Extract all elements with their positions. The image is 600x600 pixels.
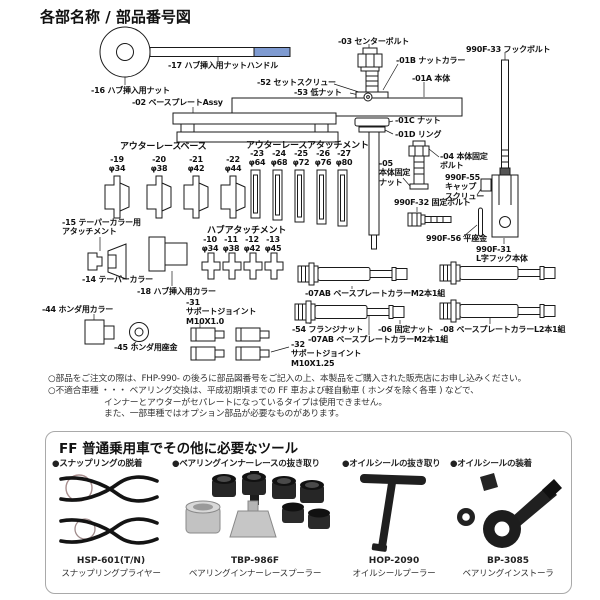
label-990f55: 990F-55 キャップ スクリュー — [445, 173, 484, 201]
tool-purpose: ●スナップリングの脱着 — [52, 459, 143, 469]
outer-race-base-parts — [104, 175, 246, 219]
parts-diagram-canvas — [84, 26, 556, 361]
label-01c: -01C ナット — [395, 116, 441, 125]
tool-col-bearing-installer: ●オイルシールの装着 BP-3085 ベアリングインストーラ — [450, 457, 566, 579]
base-plate-collar-rods — [294, 261, 556, 324]
tool-name: スナップリングプライヤー — [61, 569, 161, 579]
hub-insert-collar-drawing — [148, 236, 188, 272]
label-990f56: 990F-56 平座金 — [426, 234, 487, 243]
ordering-notes: ○部品をご注文の際は、FHP-990- の後ろに部品図番号をご記入の上、本製品を… — [48, 374, 592, 421]
label-14: -14 テーパーカラー — [82, 275, 153, 284]
body-fixing-bolt-drawing — [408, 140, 430, 190]
label-31: -31 サポートジョイント M10X1.0 — [186, 298, 257, 326]
hub-insert-nut-handle-drawing — [149, 47, 291, 57]
label-18: -18 ハブ挿入用カラー — [137, 287, 216, 296]
inner-race-puller-image — [185, 471, 330, 538]
tool-col-snap-ring: ●スナップリングの脱着 HSP-601(T/N) スナップリングプライヤー — [52, 457, 170, 579]
outer-race-attachment-parts — [250, 169, 348, 227]
tool-col-oil-seal-puller: ●オイルシールの抜き取り HOP-2090 オイルシールプーラー — [342, 457, 446, 579]
note-line-2: ○不適合車種 ・・・ ベアリング交換は、平成初期頃までの FF 車および軽自動車… — [48, 385, 479, 396]
set-screw-drawing — [363, 92, 373, 102]
snap-ring-pliers-image — [59, 474, 159, 545]
flat-washer-990f56-drawing — [478, 207, 483, 237]
label-01a: -01A 本体 — [412, 74, 451, 83]
label-01d: -01D リング — [395, 130, 442, 139]
label-03: -03 センターボルト — [338, 37, 410, 46]
label-24: -24 φ68 — [270, 149, 288, 168]
label-26: -26 φ76 — [314, 149, 332, 168]
label-990f31: 990F-31 L字フック本体 — [476, 245, 528, 264]
tool-purpose: ●オイルシールの抜き取り — [342, 459, 441, 469]
label-17: -17 ハブ挿入用ナットハンドル — [168, 61, 279, 70]
label-27: -27 φ80 — [335, 149, 353, 168]
label-53: -53 低ナット — [294, 88, 342, 97]
label-02: -02 ベースプレートAssy — [132, 98, 223, 107]
label-19: -19 φ34 — [108, 155, 126, 174]
label-54: -54 フランジナット — [292, 325, 364, 334]
bearing-installer-image — [457, 473, 562, 548]
label-16: -16 ハブ挿入用ナット — [91, 86, 170, 95]
tool-model: BP-3085 — [486, 556, 530, 566]
label-990f33: 990F-33 フックボルト — [466, 45, 551, 54]
label-06: -06 固定ナット — [378, 325, 434, 334]
honda-collar-drawing — [84, 319, 115, 345]
oil-seal-puller-image — [359, 473, 426, 552]
leader-lines — [93, 44, 506, 353]
header-outer-race-attachment: アウターレースアタッチメント — [246, 141, 369, 151]
header-hub-attachment: ハブアタッチメント — [207, 226, 287, 236]
hub-attachment-parts — [201, 252, 284, 280]
label-32: -32 サポートジョイント M10X1.25 — [291, 340, 362, 368]
label-990f32: 990F-32 固定ボルト — [394, 198, 471, 207]
tool-name: オイルシールプーラー — [352, 569, 436, 579]
label-11: -11 φ38 — [222, 235, 240, 254]
label-07ab-m-1: -07AB ベースプレートカラーM2本1組 — [305, 289, 446, 298]
tool-purpose: ●ベアリングインナーレースの抜き取り — [172, 459, 320, 469]
body-bar-drawing — [231, 97, 463, 117]
center-bolt-drawing — [357, 47, 383, 93]
l-hook-body-drawing — [480, 174, 519, 238]
fixing-bolt-990f32-drawing — [407, 212, 452, 227]
tool-name: ベアリングインストーラ — [462, 569, 554, 579]
label-07ab-m-2: -07AB ベースプレートカラーM2本1組 — [308, 335, 449, 344]
label-22: -22 φ44 — [224, 155, 242, 174]
label-52: -52 セットスクリュー — [257, 78, 336, 87]
label-05: -05 本体固定 ナット — [379, 159, 411, 187]
header-outer-race-base: アウターレースベース — [120, 142, 207, 152]
nut-ring-shaft-drawing — [354, 117, 390, 250]
tool-col-inner-race-puller: ●ベアリングインナーレースの抜き取り — [172, 457, 338, 579]
label-44: -44 ホンダ用カラー — [42, 305, 114, 314]
label-12: -12 φ42 — [243, 235, 261, 254]
label-20: -20 φ38 — [150, 155, 168, 174]
base-plate-assy-drawing — [172, 112, 339, 143]
tool-model: TBP-986F — [230, 556, 280, 566]
label-21: -21 φ42 — [187, 155, 205, 174]
support-joint-parts — [190, 327, 270, 361]
label-01b: -01B ナットカラー — [396, 56, 466, 65]
tool-purpose: ●オイルシールの装着 — [450, 459, 532, 469]
taper-collar-attachment-parts — [87, 243, 127, 280]
page-title: 各部名称 / 部品番号図 — [40, 8, 191, 26]
note-line-3: インナーとアウターがセパレートになっているタイプは使用できません。 — [104, 397, 387, 408]
label-25: -25 φ72 — [292, 149, 310, 168]
tools-panel-title: FF 普通乗用車でその他に必要なツール — [59, 441, 299, 457]
label-15: -15 テーパーカラー用 アタッチメント — [62, 218, 141, 237]
label-45: -45 ホンダ用座金 — [114, 343, 178, 352]
honda-washer-drawing — [129, 322, 149, 342]
label-13: -13 φ45 — [264, 235, 282, 254]
tool-name: ベアリングインナーレースプーラー — [188, 569, 322, 579]
label-04: -04 本体固定 ボルト — [440, 152, 488, 171]
note-line-1: ○部品をご注文の際は、FHP-990- の後ろに部品図番号をご記入の上、本製品を… — [48, 374, 527, 384]
tools-panel: FF 普通乗用車でその他に必要なツール ●スナップリングの脱着 HSP-601(… — [45, 431, 572, 594]
hook-bolt-drawing — [499, 59, 511, 176]
hub-insert-nut-drawing — [99, 26, 151, 78]
label-10: -10 φ34 — [201, 235, 219, 254]
note-line-4: また、一部車種ではオプション部品が必要なものがあります。 — [104, 409, 344, 420]
tool-model: HSP-601(T/N) — [76, 556, 146, 566]
label-08: -08 ベースプレートカラーL2本1組 — [440, 325, 566, 334]
label-23: -23 φ64 — [248, 149, 266, 168]
tool-model: HOP-2090 — [368, 556, 420, 566]
